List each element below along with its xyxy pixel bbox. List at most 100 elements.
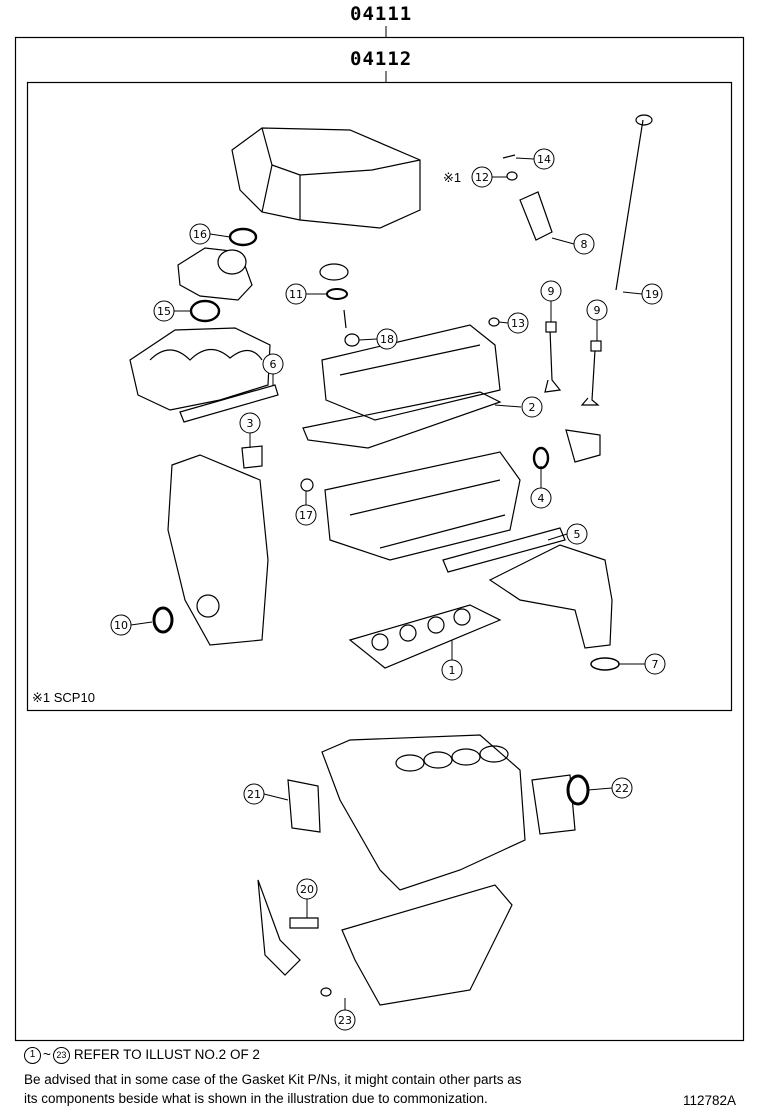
callout-c12: 12 bbox=[471, 166, 493, 188]
callout-c21: 21 bbox=[243, 783, 265, 805]
callout-number: 16 bbox=[193, 228, 207, 241]
callout-c6: 6 bbox=[262, 353, 284, 375]
callout-c2: 2 bbox=[521, 396, 543, 418]
callout-number: 4 bbox=[538, 492, 545, 505]
callout-c15: 15 bbox=[153, 300, 175, 322]
refer-range-end-badge: 23 bbox=[52, 1046, 70, 1064]
callout-c14: 14 bbox=[533, 148, 555, 170]
inner-box-footnote: ※1 SCP10 bbox=[32, 690, 95, 705]
cylinder-head-cover-part bbox=[321, 324, 501, 421]
valve-b-part bbox=[580, 349, 600, 406]
cylinder-block-part bbox=[321, 734, 526, 891]
callout-number: 13 bbox=[511, 317, 525, 330]
callout-c22: 22 bbox=[611, 777, 633, 799]
intake-chamber-part bbox=[231, 127, 421, 229]
marked-part-prefix: ※1 bbox=[443, 170, 462, 185]
refer-range-start-badge: 1 bbox=[24, 1046, 41, 1064]
refer-note: 1 ~ 23 REFER TO ILLUST NO.2 OF 2 bbox=[24, 1046, 260, 1064]
callout-number: 19 bbox=[645, 288, 659, 301]
callout-c19: 19 bbox=[641, 283, 663, 305]
callout-c4: 4 bbox=[530, 487, 552, 509]
callout-circle bbox=[530, 487, 552, 509]
callout-circle bbox=[507, 312, 529, 334]
callout-circle bbox=[295, 504, 317, 526]
callout-c9a: 9 bbox=[540, 280, 562, 302]
gasket-21-part bbox=[287, 779, 321, 833]
callout-number: 17 bbox=[299, 509, 313, 522]
callout-number: 18 bbox=[380, 333, 394, 346]
callout-number: 22 bbox=[615, 782, 629, 795]
callout-c8: 8 bbox=[573, 233, 595, 255]
callout-number: 8 bbox=[581, 238, 588, 251]
callout-circle bbox=[641, 283, 663, 305]
callout-circle bbox=[239, 412, 261, 434]
oil-filler-cap-part bbox=[319, 263, 349, 281]
outer-kit-frame bbox=[14, 36, 745, 1042]
outer-group-code: 04111 bbox=[350, 3, 413, 25]
dipstick-part bbox=[615, 119, 644, 291]
callout-circle bbox=[471, 166, 493, 188]
callout-c23: 23 bbox=[334, 1009, 356, 1031]
callout-number: 9 bbox=[548, 285, 555, 298]
callout-c7: 7 bbox=[644, 653, 666, 675]
callout-number: 23 bbox=[338, 1014, 352, 1027]
gasket-3-part bbox=[241, 445, 263, 469]
valve-a-part bbox=[544, 329, 562, 393]
callout-c9b: 9 bbox=[586, 299, 608, 321]
callout-circle bbox=[334, 1009, 356, 1031]
callout-c18: 18 bbox=[376, 328, 398, 350]
callout-circle bbox=[296, 878, 318, 900]
inner-group-code: 04112 bbox=[350, 48, 413, 70]
callout-circle bbox=[521, 396, 543, 418]
intake-gasket-part bbox=[179, 384, 279, 423]
rear-cover-part bbox=[531, 774, 576, 835]
seal-22-part bbox=[566, 774, 590, 806]
callout-number: 6 bbox=[270, 358, 277, 371]
callout-circle bbox=[262, 353, 284, 375]
callout-c11: 11 bbox=[285, 283, 307, 305]
o-ring-15-part bbox=[189, 299, 221, 323]
callout-circle bbox=[189, 223, 211, 245]
cam-seal-part bbox=[532, 446, 550, 470]
callout-number: 9 bbox=[594, 304, 601, 317]
oil-pan-part bbox=[341, 884, 513, 1006]
callout-number: 15 bbox=[157, 305, 171, 318]
head-cover-gasket-part bbox=[302, 391, 502, 449]
callout-circle bbox=[566, 523, 588, 545]
callout-circle bbox=[540, 280, 562, 302]
refer-text: REFER TO ILLUST NO.2 OF 2 bbox=[73, 1047, 260, 1062]
callout-circle bbox=[644, 653, 666, 675]
callout-c1: 1 bbox=[441, 659, 463, 681]
gasket-7-part bbox=[590, 657, 620, 671]
cylinder-head-part bbox=[324, 451, 521, 561]
callout-number: 14 bbox=[537, 153, 551, 166]
callout-c17: 17 bbox=[295, 504, 317, 526]
callout-circle bbox=[153, 300, 175, 322]
callout-c3: 3 bbox=[239, 412, 261, 434]
callout-c13: 13 bbox=[507, 312, 529, 334]
callout-circle bbox=[586, 299, 608, 321]
callout-c5: 5 bbox=[566, 523, 588, 545]
callout-number: 21 bbox=[247, 788, 261, 801]
illustration-number: 112782A bbox=[683, 1093, 737, 1108]
intake-manifold-part bbox=[129, 327, 271, 411]
refer-range-tilde: ~ bbox=[43, 1047, 51, 1062]
pcv-valve-part bbox=[343, 309, 347, 329]
seal-10-part bbox=[152, 606, 174, 634]
callout-circle bbox=[533, 148, 555, 170]
o-ring-16-part bbox=[228, 227, 258, 247]
callout-c16: 16 bbox=[189, 223, 211, 245]
oil-strainer-part bbox=[257, 879, 301, 976]
callout-number: 2 bbox=[529, 401, 536, 414]
callout-circle bbox=[573, 233, 595, 255]
exhaust-manifold-part bbox=[488, 544, 613, 649]
callout-number: 1 bbox=[449, 664, 456, 677]
callout-number: 7 bbox=[652, 658, 659, 671]
exhaust-gasket-part bbox=[442, 527, 566, 573]
callout-number: 12 bbox=[475, 171, 489, 184]
callout-number: 11 bbox=[289, 288, 303, 301]
callout-circle bbox=[441, 659, 463, 681]
inner-kit-frame bbox=[26, 81, 733, 712]
callout-circle bbox=[611, 777, 633, 799]
